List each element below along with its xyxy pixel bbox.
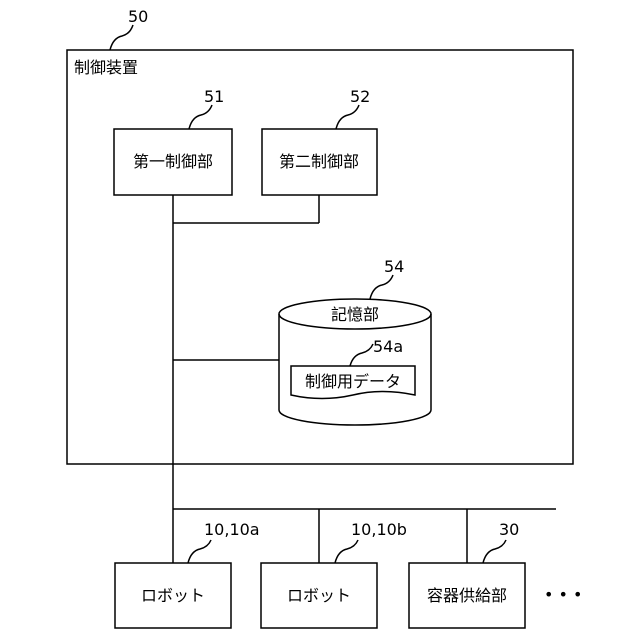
container-supply-ref: 30 [499, 520, 519, 539]
control-data-ref: 54a [373, 337, 403, 356]
more-devices-ellipsis: • • • [544, 585, 582, 604]
first-controller-label: 第一制御部 [133, 152, 213, 171]
container-supply-ref-leader [483, 540, 506, 563]
first-controller-ref: 51 [204, 87, 224, 106]
robot-a-label: ロボット [141, 586, 205, 605]
robot-b-ref-leader [335, 540, 358, 563]
robot-b-ref: 10,10b [351, 520, 407, 539]
storage-ref: 54 [384, 257, 404, 276]
second-controller-ref: 52 [350, 87, 370, 106]
control-device-ref-leader [110, 25, 133, 50]
control-data-label: 制御用データ [305, 372, 401, 391]
control-device-ref: 50 [128, 7, 148, 26]
robot-b-label: ロボット [287, 586, 351, 605]
second-controller-label: 第二制御部 [279, 152, 359, 171]
container-supply-label: 容器供給部 [427, 586, 507, 605]
robot-a-ref-leader [188, 540, 211, 563]
robot-a-ref: 10,10a [204, 520, 260, 539]
storage-label: 記憶部 [331, 305, 379, 324]
control-device-label: 制御装置 [74, 58, 138, 77]
